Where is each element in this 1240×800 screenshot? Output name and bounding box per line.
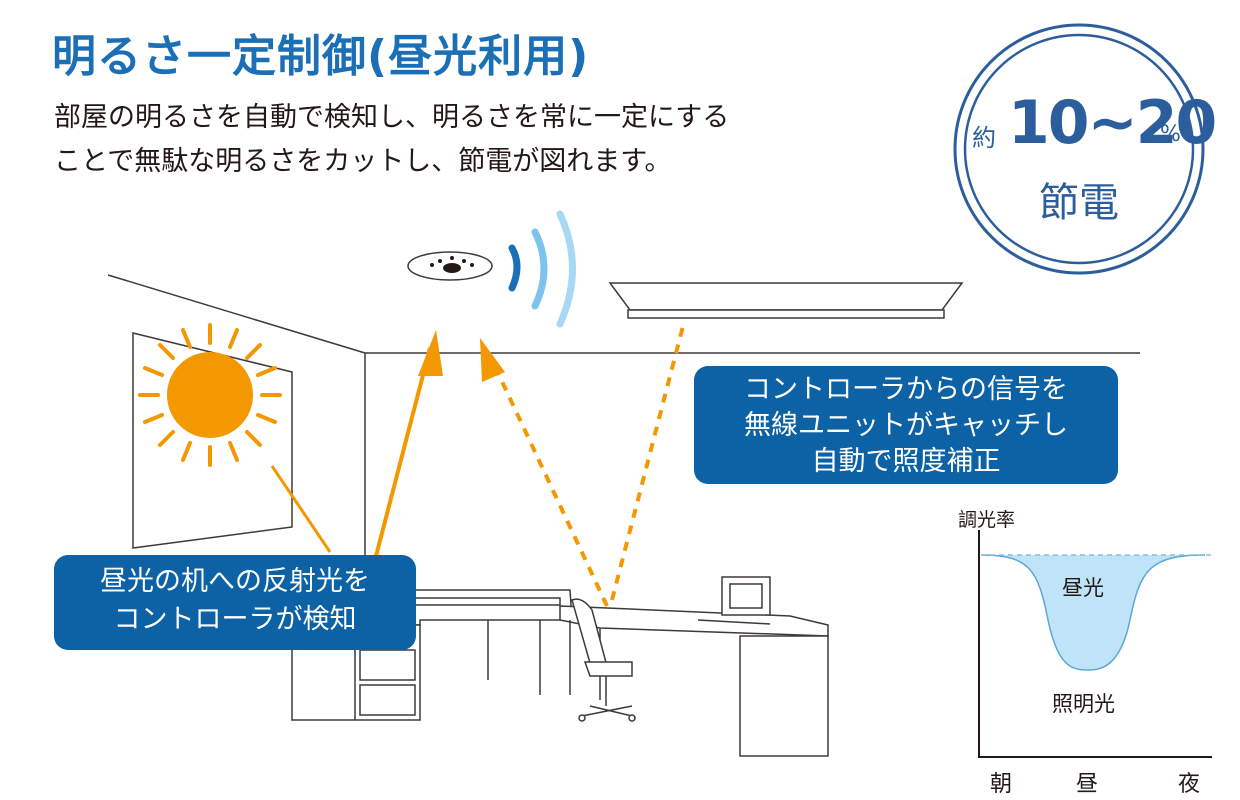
series-label-daylight: 昼光 bbox=[1062, 576, 1104, 600]
sensor-icon bbox=[407, 251, 493, 281]
badge-value: 10~20 bbox=[1008, 88, 1217, 158]
callout-line: 昼光の机への反射光を bbox=[100, 566, 370, 597]
savings-badge-text: 約 10~20 % 節電 bbox=[952, 22, 1217, 276]
x-tick-morning: 朝 bbox=[990, 772, 1013, 797]
callout-line: コントローラからの信号を bbox=[744, 374, 1068, 405]
light-fixture bbox=[608, 282, 964, 319]
description: 部屋の明るさを自動で検知し、明るさを常に一定にする ことで無駄な明るさをカットし… bbox=[54, 96, 729, 184]
callout-reflection: 昼光の机への反射光を コントローラが検知 bbox=[54, 555, 416, 650]
badge-unit: % bbox=[1160, 122, 1181, 147]
badge-label: 節電 bbox=[1039, 180, 1119, 226]
callout-line: コントローラが検知 bbox=[113, 604, 357, 635]
dashed-arrow-head bbox=[480, 338, 505, 382]
description-line-2: ことで無駄な明るさをカットし、節電が図れます。 bbox=[54, 146, 672, 177]
badge-prefix: 約 bbox=[972, 124, 996, 152]
description-line-1: 部屋の明るさを自動で検知し、明るさを常に一定にする bbox=[54, 102, 730, 133]
wireless-signal-icon bbox=[508, 210, 576, 328]
reflection-arrow bbox=[373, 347, 432, 561]
dimming-chart bbox=[978, 530, 1212, 758]
callout-line: 無線ユニットがキャッチし bbox=[744, 410, 1068, 441]
reflection-arrow-head bbox=[418, 330, 443, 376]
monitor-icon bbox=[697, 576, 771, 625]
chair-icon bbox=[571, 598, 636, 722]
reflection-dashed-arrow bbox=[490, 325, 685, 607]
series-label-lighting: 照明光 bbox=[1052, 692, 1115, 716]
x-tick-noon: 昼 bbox=[1076, 772, 1099, 797]
chart-title: 調光率 bbox=[958, 509, 1016, 531]
x-tick-night: 夜 bbox=[1178, 772, 1201, 797]
callout-line: 自動で照度補正 bbox=[811, 446, 1001, 477]
savings-badge bbox=[953, 23, 1205, 275]
daylight-area bbox=[981, 555, 1205, 670]
sunlight-ray bbox=[270, 465, 332, 553]
callout-controller-signal: コントローラからの信号を 無線ユニットがキャッチし 自動で照度補正 bbox=[694, 366, 1118, 484]
page-title: 明るさ一定制御(昼光利用) bbox=[52, 31, 590, 82]
sun-icon bbox=[138, 323, 282, 467]
dimming-curve bbox=[980, 554, 1206, 671]
